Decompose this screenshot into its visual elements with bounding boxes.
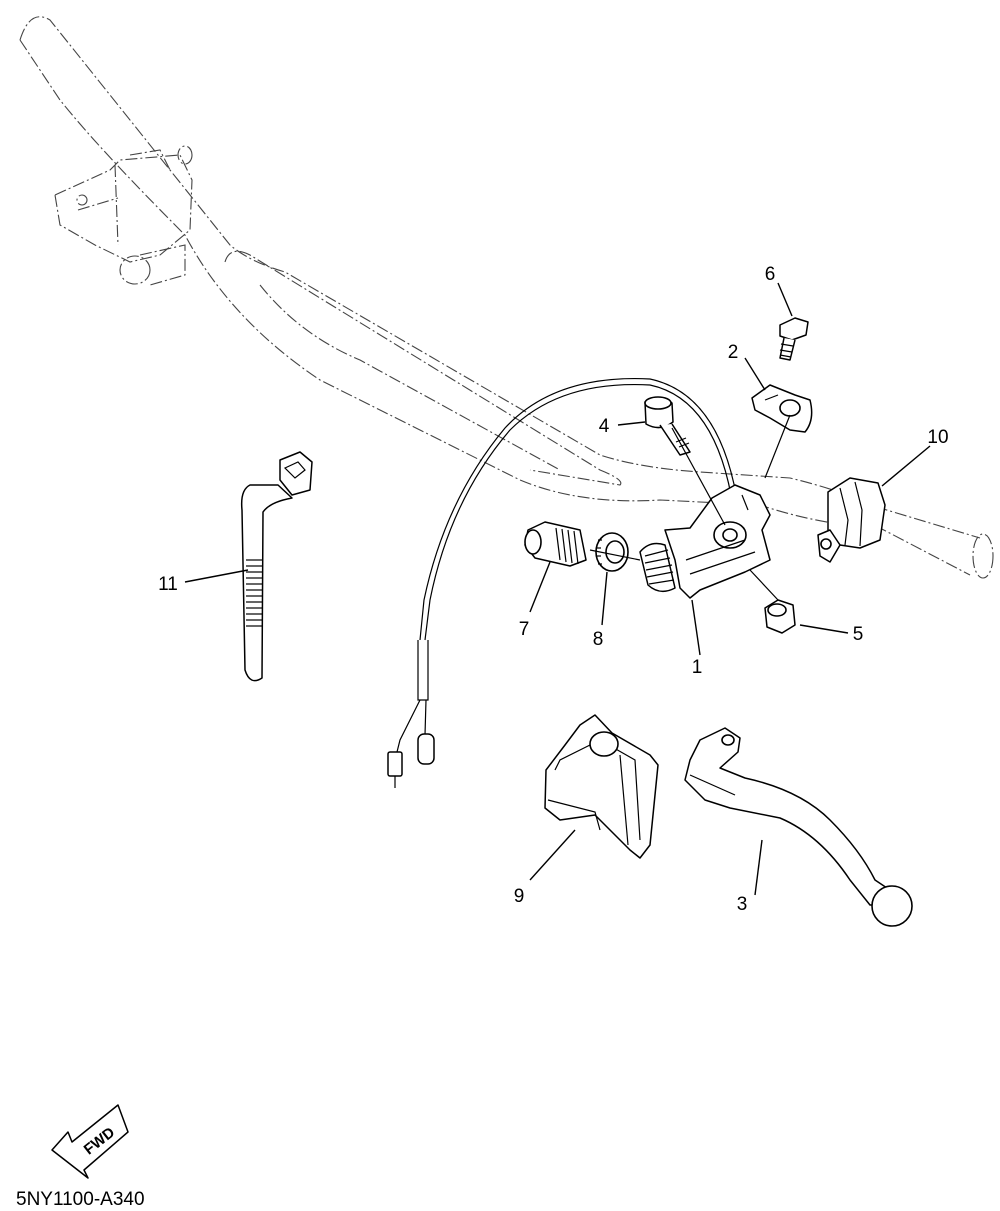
assembly-lines: [589, 414, 791, 601]
callout-3: 3: [737, 894, 748, 915]
lever-part-3: [684, 727, 913, 927]
cable-tie: [240, 451, 313, 682]
adjuster-part-7: [524, 521, 587, 567]
switch-wire: [387, 377, 741, 788]
callout-4: 4: [599, 416, 610, 437]
leader-lines: [184, 282, 931, 896]
callout-8: 8: [593, 629, 604, 650]
switch-part-10: [817, 477, 886, 563]
callout-5: 5: [853, 624, 864, 645]
callout-6: 6: [765, 264, 776, 285]
callout-11: 11: [158, 574, 178, 595]
diagram-code: 5NY1100-A340: [16, 1189, 145, 1206]
bolt-part-4: [644, 396, 691, 456]
callout-1: 1: [692, 657, 703, 678]
nut-part-5: [764, 599, 796, 634]
bolt-part-6: [779, 317, 809, 361]
locknut-part-8: [595, 532, 629, 572]
bracket-part-2: [751, 384, 813, 433]
callout-9: 9: [514, 886, 525, 907]
handlebar-outline: [19, 16, 994, 579]
lever-holder-part-1: [639, 484, 771, 599]
fwd-arrow-icon: FWD: [51, 1104, 129, 1179]
callout-10: 10: [927, 427, 948, 448]
callout-7: 7: [519, 619, 530, 640]
callouts: 1 2 3 4 5 6 7 8 9 10 11: [158, 264, 948, 915]
lever-cover-part-9: [544, 714, 659, 859]
callout-2: 2: [728, 342, 739, 363]
